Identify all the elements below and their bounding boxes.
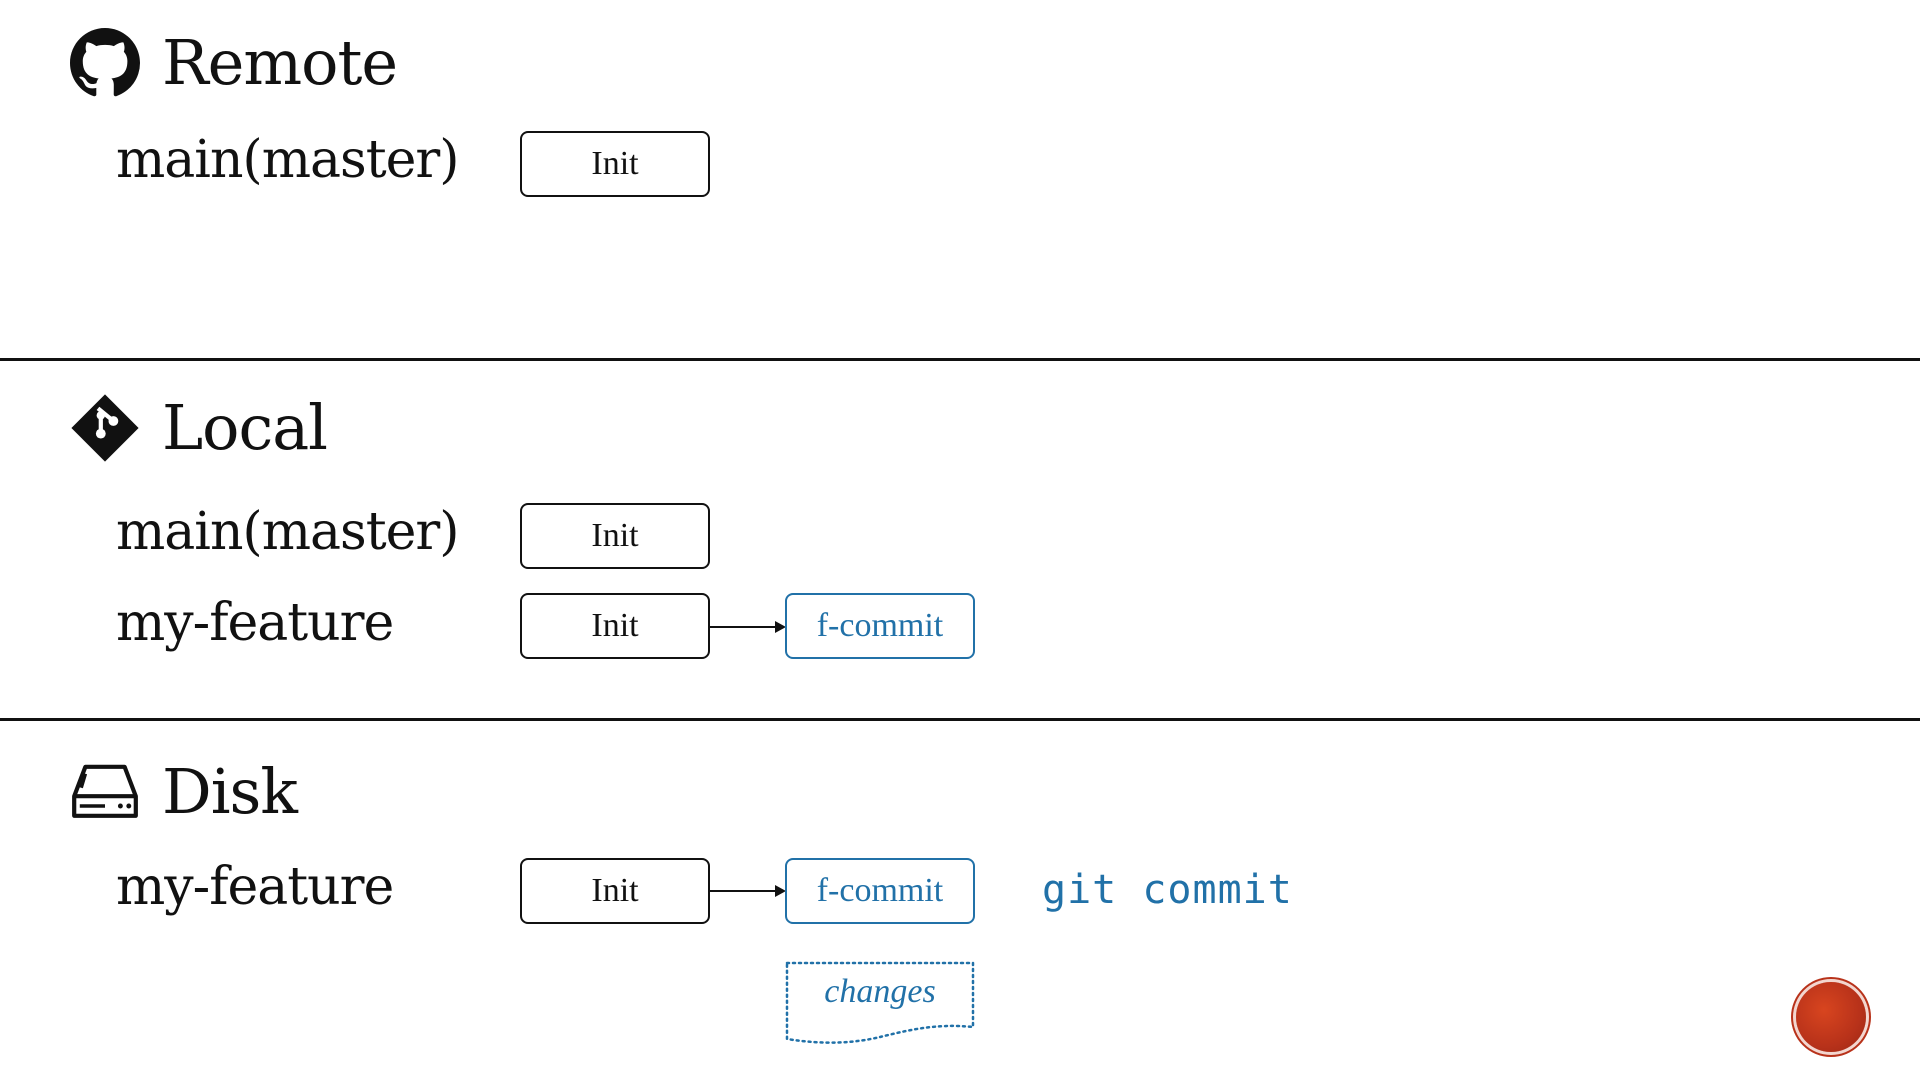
local-feature-branch-label: my-feature	[116, 593, 394, 653]
remote-main-init-commit: Init	[520, 131, 710, 197]
local-feature-arrow	[710, 621, 786, 633]
github-icon	[70, 28, 140, 97]
divider-remote-local	[0, 358, 1920, 361]
disk-feature-branch-label: my-feature	[116, 857, 394, 917]
changes-label: changes	[824, 973, 936, 1010]
local-section: Local main(master) Init my-feature Init …	[0, 361, 1920, 719]
local-title: Local	[162, 391, 328, 464]
divider-local-disk	[0, 718, 1920, 721]
disk-section: Disk my-feature Init f-commit git commit…	[0, 721, 1920, 1080]
remote-main-branch-label: main(master)	[116, 130, 460, 190]
disk-header: Disk	[70, 755, 298, 828]
disk-drive-icon	[72, 764, 138, 818]
git-commit-command: git commit	[1042, 867, 1293, 913]
local-header: Local	[70, 391, 328, 464]
local-feature-init-commit: Init	[520, 593, 710, 659]
local-feature-f-commit: f-commit	[785, 593, 975, 659]
disk-feature-f-commit: f-commit	[785, 858, 975, 924]
git-icon	[71, 394, 139, 462]
local-main-init-commit: Init	[520, 503, 710, 569]
disk-title: Disk	[162, 755, 298, 828]
local-main-branch-label: main(master)	[116, 502, 460, 562]
disk-feature-arrow	[710, 885, 786, 897]
changes-box: changes	[785, 961, 975, 1044]
remote-title: Remote	[162, 26, 398, 99]
remote-section: Remote main(master) Init	[0, 0, 1920, 360]
changes-dotted-outline	[785, 961, 975, 1044]
remote-header: Remote	[70, 26, 398, 99]
disk-feature-init-commit: Init	[520, 858, 710, 924]
record-button[interactable]	[1796, 982, 1866, 1052]
